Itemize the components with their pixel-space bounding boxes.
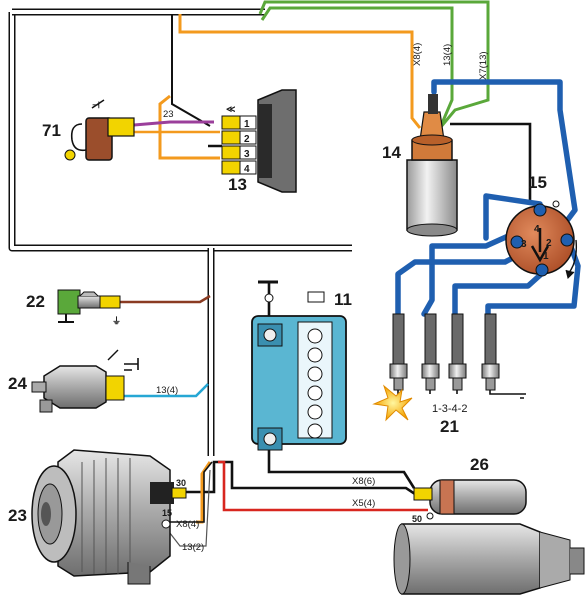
- label-23: 23: [8, 506, 27, 525]
- dist-pin-4: 4: [534, 224, 540, 235]
- black-wire-coil-distributor: [450, 122, 532, 205]
- rotation-arrow-icon: [565, 269, 575, 279]
- terminal-30: 30: [176, 478, 186, 488]
- pin-2: 2: [244, 134, 250, 145]
- wire-label-x8-6: X8(6): [352, 476, 375, 487]
- component-15-distributor: 4 3 2 1 15: [505, 173, 578, 279]
- wire-label-x5-4: X5(4): [352, 498, 375, 509]
- label-13: 13: [228, 175, 247, 194]
- ground-symbol-21: [516, 393, 526, 399]
- pin-3: 3: [244, 149, 250, 160]
- component-14-coil: 14: [382, 94, 458, 237]
- hv-cables: [395, 79, 581, 317]
- component-23-generator: 23 30 15 X8(4) 13(2): [8, 449, 204, 585]
- component-71: ⊣ 71: [42, 99, 135, 161]
- wire-label-x7-13: X7(13): [478, 51, 489, 80]
- dist-pin-3: 3: [521, 239, 527, 250]
- spark-plug-1: [389, 313, 408, 391]
- component-21-spark-plugs: 1-3-4-2 21: [372, 313, 526, 436]
- black-wire-harness-13: [171, 14, 211, 127]
- green-wire-x7: [258, 0, 490, 129]
- component-11-battery: 11: [251, 280, 352, 451]
- dist-pin-2: 2: [546, 238, 552, 249]
- wire-label-13-4-top: 13(4): [442, 44, 453, 66]
- pin-4: 4: [244, 164, 250, 175]
- red-wire-x5-4: [218, 460, 428, 512]
- purple-wire-71: [133, 120, 214, 127]
- wire-label-x8-4-gen: X8(4): [176, 519, 199, 530]
- spark-icon: [372, 384, 413, 422]
- green-wire-13-4: [260, 6, 454, 129]
- main-harness: [8, 8, 352, 456]
- pin-1: 1: [244, 119, 250, 130]
- spark-plug-3: [448, 313, 467, 391]
- battery-icon: [307, 291, 325, 303]
- temperature-icon: ⏚: [112, 316, 121, 326]
- brown-wire-22: [120, 294, 211, 304]
- spark-plug-2: [421, 313, 440, 391]
- wire-label-x8-4-top: X8(4): [412, 43, 423, 66]
- component-71-body: [85, 117, 113, 161]
- label-21: 21: [440, 417, 459, 436]
- white-wire-13-2: [165, 469, 211, 547]
- label-15: 15: [528, 173, 547, 192]
- label-22: 22: [26, 292, 45, 311]
- switch-71-symbol: ⊣: [92, 100, 100, 110]
- wire-label-23: 23: [163, 109, 174, 120]
- component-22-sensor: ⏚ 22: [26, 289, 121, 326]
- black-wire-gen-15: [170, 461, 213, 523]
- orange-wire-x8-top: [178, 14, 422, 129]
- wire-label-13-4-solenoid: 13(4): [156, 385, 178, 396]
- label-24: 24: [8, 374, 27, 393]
- battery-positive-cable: [267, 445, 416, 489]
- component-24-solenoid: 24 13(4): [8, 349, 178, 413]
- firing-order: 1-3-4-2: [432, 403, 467, 415]
- spark-plug-4: [481, 313, 500, 391]
- label-11: 11: [334, 290, 352, 309]
- arrow-icon: ≪: [226, 104, 235, 114]
- cyan-wire-24: [124, 383, 209, 398]
- orange-wire-connector13: [158, 94, 220, 160]
- component-13-connector: 1 2 3 4 ≪ 23 13: [163, 89, 297, 194]
- terminal-50: 50: [412, 514, 422, 524]
- terminal-15: 15: [162, 508, 172, 518]
- label-14: 14: [382, 143, 401, 162]
- wire-label-13-2: 13(2): [182, 542, 204, 553]
- label-71: 71: [42, 121, 61, 140]
- black-wire-x8-6: [186, 460, 419, 498]
- connector-13-pins: 1 2 3 4: [221, 115, 257, 175]
- dist-pin-1: 1: [543, 251, 549, 262]
- component-26-starter: 26 50: [393, 455, 585, 595]
- label-26: 26: [470, 455, 489, 474]
